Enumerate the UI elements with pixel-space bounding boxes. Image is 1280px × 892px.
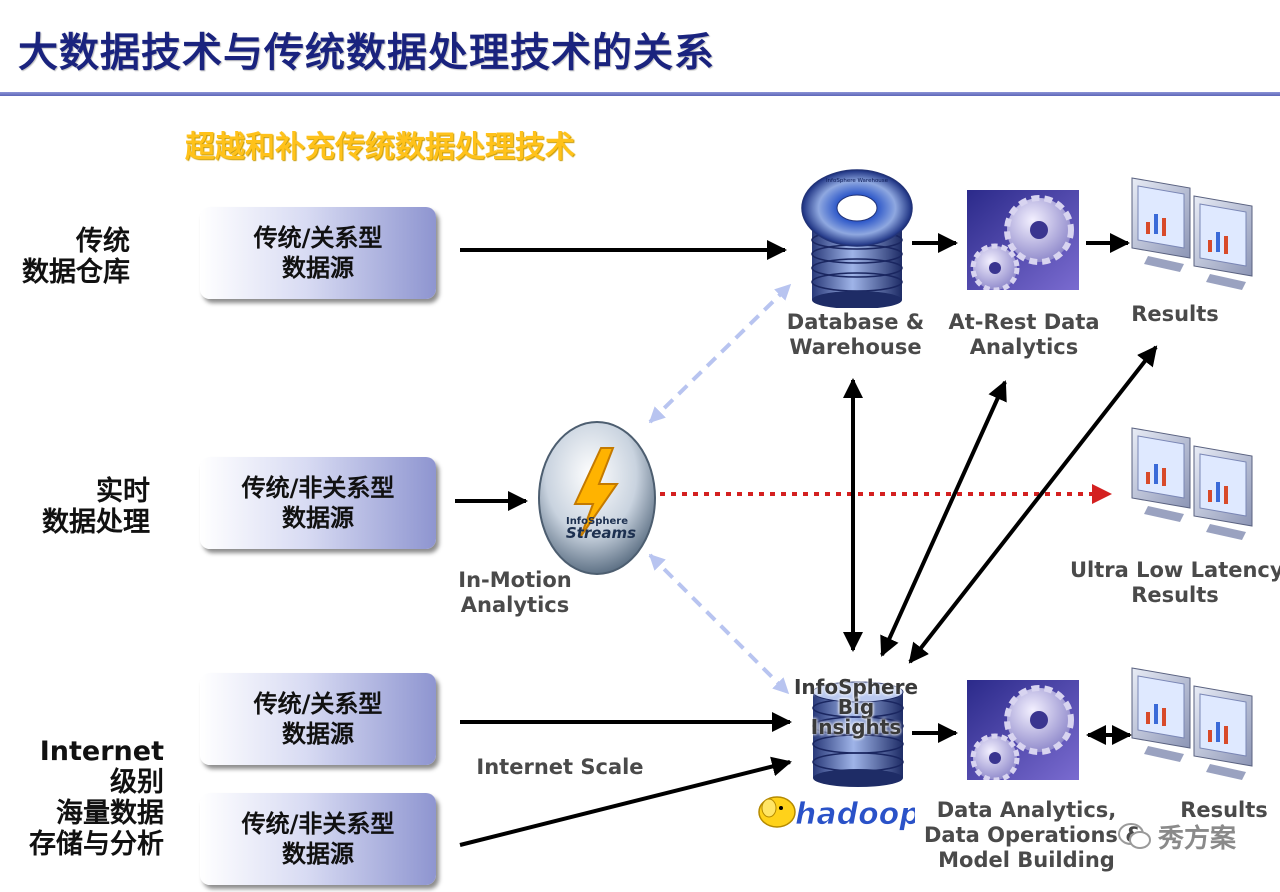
label-line: Ultra Low Latency	[1070, 558, 1280, 582]
source-label: 数据源	[282, 254, 354, 282]
category-label-line: 传统	[76, 226, 130, 257]
source-label: 传统/非关系型	[241, 474, 395, 502]
category-realtime: 实时 数据处理	[0, 476, 150, 538]
category-label-line: 数据仓库	[22, 257, 130, 288]
monitor-results-icon	[1131, 427, 1253, 540]
svg-text:InfoSphere: InfoSphere	[566, 516, 628, 527]
category-traditional-warehouse: 传统 数据仓库	[0, 226, 130, 288]
source-label: 传统/非关系型	[241, 810, 395, 838]
label-line: Warehouse	[789, 335, 922, 359]
category-label-line: 实时	[96, 476, 150, 507]
monitor-results-icon	[1131, 667, 1253, 780]
page-title: 大数据技术与传统数据处理技术的关系	[18, 30, 715, 76]
source-box-relational-1: 传统/关系型 数据源	[200, 207, 436, 299]
biginsights-database-icon	[812, 681, 904, 787]
category-label-line: 存储与分析	[29, 829, 164, 860]
label-line: Analytics	[460, 593, 570, 617]
database-warehouse-icon: InfoSphere Warehouse	[801, 169, 913, 308]
arrow-src4-to-biginsights	[459, 756, 792, 847]
arrow-streams-database-dashed	[648, 283, 792, 424]
svg-text:InfoSphere Warehouse: InfoSphere Warehouse	[826, 178, 889, 184]
label-ultra-low-latency: Ultra Low Latency Results	[1070, 558, 1280, 608]
svg-text:Streams: Streams	[566, 524, 636, 542]
infosphere-streams-icon: InfoSphere Streams	[538, 421, 656, 575]
label-line: In-Motion	[458, 568, 572, 592]
arrow-streams-biginsights-dashed	[648, 553, 790, 695]
title-divider	[0, 92, 1280, 96]
source-label: 数据源	[282, 504, 354, 532]
monitor-results-icon	[1131, 177, 1253, 290]
label-line: Data Operations &	[924, 823, 1144, 847]
label-internet-scale: Internet Scale	[476, 755, 644, 779]
category-label-line: Internet	[39, 736, 164, 767]
subtitle: 超越和补充传统数据处理技术	[185, 130, 575, 165]
hadoop-logo: hadoop	[758, 796, 915, 832]
label-line: Model Building	[938, 848, 1115, 872]
label-line: Data Analytics,	[936, 798, 1117, 822]
source-box-nonrelational-2: 传统/非关系型 数据源	[200, 793, 436, 885]
source-label: 传统/关系型	[253, 690, 383, 718]
arrow-biginsights-atrest	[880, 380, 1007, 657]
label-line: Analytics	[969, 335, 1079, 359]
label-at-rest-analytics: At-Rest Data Analytics	[945, 310, 1103, 360]
label-biginsights: InfoSphere Big Insights	[790, 677, 922, 737]
category-label-line: 数据处理	[42, 507, 150, 538]
source-label: 传统/关系型	[253, 224, 383, 252]
label-results-top: Results	[1131, 302, 1219, 326]
watermark-text: 秀方案	[1158, 823, 1237, 854]
label-in-motion-analytics: In-Motion Analytics	[440, 568, 590, 618]
label-line: Database &	[786, 310, 925, 334]
source-box-relational-2: 传统/关系型 数据源	[200, 673, 436, 765]
label-line: InfoSphere	[793, 675, 919, 699]
svg-text:hadoop: hadoop	[795, 797, 915, 832]
label-line: At-Rest Data	[948, 310, 1100, 334]
category-label-line: 海量数据	[56, 798, 164, 829]
label-data-analytics: Data Analytics, Data Operations & Model …	[924, 798, 1144, 873]
category-label-line: 级别	[110, 767, 164, 798]
label-line: Big	[837, 695, 875, 719]
label-results-bottom: Results	[1180, 798, 1268, 822]
wechat-icon	[1118, 823, 1151, 849]
gears-icon	[967, 680, 1079, 780]
source-box-nonrelational-1: 传统/非关系型 数据源	[200, 457, 436, 549]
label-database-warehouse: Database & Warehouse	[783, 310, 928, 360]
source-label: 数据源	[282, 840, 354, 868]
gears-icon	[967, 190, 1079, 290]
category-internet: Internet 级别 海量数据 存储与分析	[0, 736, 164, 860]
watermark: 秀方案	[1118, 816, 1258, 856]
label-line: Results	[1131, 583, 1219, 607]
source-label: 数据源	[282, 720, 354, 748]
label-line: Insights	[810, 715, 902, 739]
arrow-biginsights-results	[908, 345, 1158, 664]
